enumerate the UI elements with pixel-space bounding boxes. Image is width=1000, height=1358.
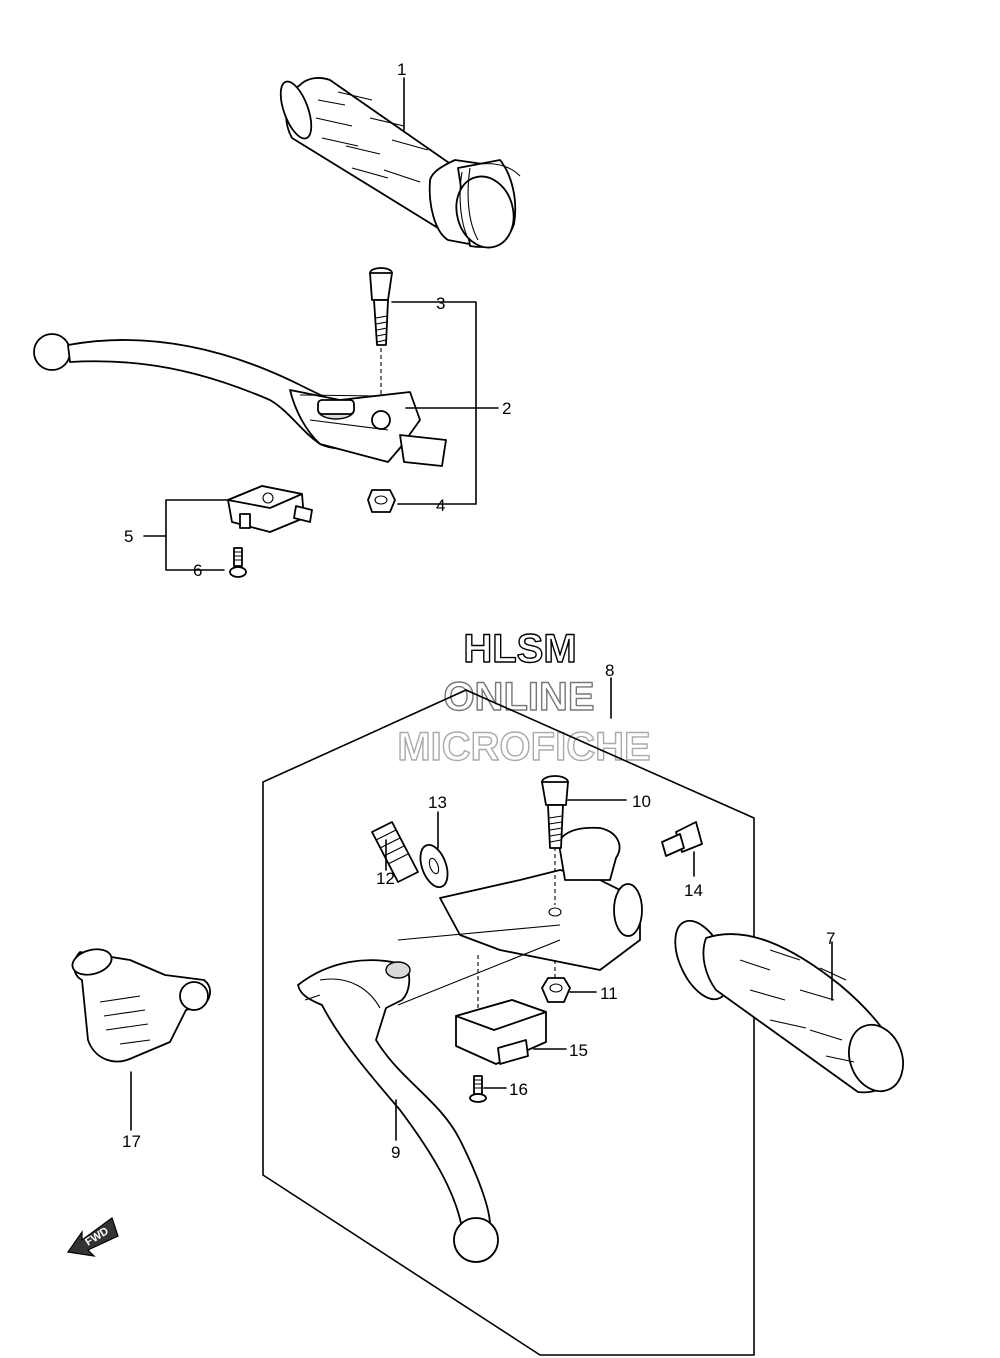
nut-4 — [367, 489, 396, 513]
callout-6: 6 — [193, 561, 202, 580]
brake-lever-2 — [33, 333, 447, 467]
leader-lines-upper — [143, 77, 499, 571]
switch-5 — [227, 485, 313, 533]
callout-4: 4 — [436, 496, 445, 515]
watermark-line-3: MICROFICHE — [397, 725, 650, 769]
adjuster-12 — [371, 821, 419, 883]
callout-3: 3 — [436, 294, 445, 313]
callout-10: 10 — [632, 792, 651, 811]
leader-lines-lower — [483, 799, 627, 1089]
callout-14: 14 — [684, 881, 703, 900]
watermark-line-2: ONLINE — [443, 675, 594, 719]
grip-left-bottom — [674, 919, 904, 1094]
callout-13: 13 — [428, 793, 447, 812]
watermark-line-1: HLSM — [463, 627, 576, 671]
clutch-perch — [397, 826, 643, 1012]
switch-15 — [455, 999, 567, 1065]
callout-15: 15 — [569, 1041, 588, 1060]
switch-assembly-17 — [71, 948, 212, 1131]
bolt-3 — [369, 267, 393, 410]
callout-12: 12 — [376, 869, 395, 888]
callout-labels: 1 2 3 4 5 6 7 8 9 10 11 12 13 14 15 16 1… — [122, 60, 835, 1162]
callout-9: 9 — [391, 1143, 400, 1162]
bolt-10 — [541, 775, 569, 849]
washer-13 — [419, 811, 449, 888]
bolt-14 — [661, 821, 703, 877]
callout-7: 7 — [826, 929, 835, 948]
callout-2: 2 — [502, 399, 511, 418]
callout-5: 5 — [124, 527, 133, 546]
callout-8: 8 — [605, 661, 614, 680]
clutch-lever-9 — [297, 959, 499, 1263]
callout-11: 11 — [600, 984, 618, 1003]
watermark: HLSM ONLINE MICROFICHE — [397, 626, 652, 769]
grip-right-top — [279, 77, 521, 249]
screw-6 — [229, 547, 247, 578]
callout-17: 17 — [122, 1132, 141, 1151]
screw-16 — [469, 1075, 487, 1103]
callout-16: 16 — [509, 1080, 528, 1099]
assembly-outline-8 — [262, 689, 755, 1356]
fwd-arrow-icon: FWD — [66, 1217, 119, 1257]
nut-11 — [541, 977, 571, 1003]
callout-1: 1 — [397, 60, 406, 79]
